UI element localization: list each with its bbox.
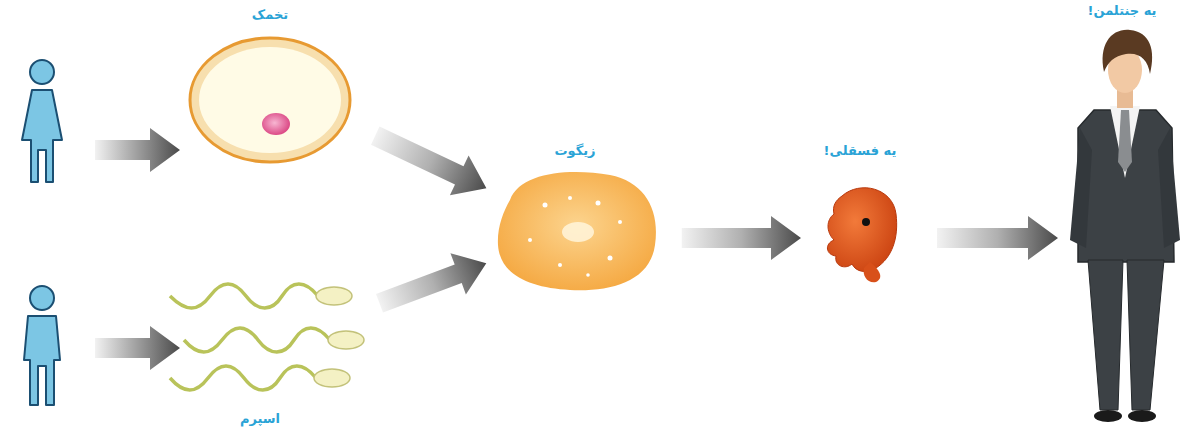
block-arrow [937, 216, 1058, 260]
man-head [30, 286, 54, 310]
man-body [24, 316, 60, 405]
trouser-leg [1127, 260, 1164, 410]
zygote-dot [596, 201, 601, 206]
sperm-head [328, 331, 364, 349]
shirt [1110, 106, 1140, 178]
embryo-body [827, 188, 896, 272]
sperm-cells [170, 284, 364, 390]
zygote-node: زیگوت [490, 142, 660, 318]
woman-icon [22, 60, 62, 182]
egg-node: تخمک [185, 6, 355, 166]
zygote-dot [586, 273, 590, 277]
zygote-dot [558, 263, 562, 267]
egg-cytoplasm [199, 47, 341, 153]
block-arrow [376, 253, 486, 312]
block-arrow [95, 326, 180, 370]
embryo [827, 188, 896, 283]
zygote-dot [528, 238, 532, 242]
gentleman-figure [1070, 30, 1180, 422]
shoe [1094, 410, 1122, 422]
embryo-node: یه فسقلی! [805, 142, 915, 318]
woman-head [30, 60, 54, 84]
sperm-node: اسپرم [160, 268, 360, 428]
sperm-head [316, 287, 352, 305]
hair [1103, 30, 1153, 74]
suit-arm [1158, 128, 1180, 248]
block-arrow [682, 216, 801, 260]
suit-arm [1070, 128, 1092, 248]
zygote-dot [568, 196, 572, 200]
tie [1118, 110, 1132, 172]
stage-label: تخمک [249, 6, 291, 24]
woman-body [22, 90, 62, 182]
man-icon [24, 286, 60, 405]
sperm-tail [184, 328, 330, 352]
sperm-tail [170, 284, 318, 308]
shoe [1128, 410, 1156, 422]
zygote-body [498, 172, 656, 290]
embryo-eye [862, 218, 870, 226]
egg-membrane [190, 38, 350, 162]
gentleman-node: یه جنتلمن! [1062, 2, 1182, 430]
stage-label: یه جنتلمن! [1085, 2, 1160, 20]
trouser-leg [1088, 260, 1123, 410]
sperm-head [314, 369, 350, 387]
embryo-limb [864, 262, 881, 282]
egg-nucleus [262, 113, 290, 135]
zygote-dot [543, 203, 548, 208]
zygote-nucleus [562, 222, 594, 242]
zygote-cell [498, 172, 656, 290]
zygote-dot [618, 220, 622, 224]
stage-label: اسپرم [237, 410, 283, 428]
stage-label: زیگوت [551, 142, 598, 160]
stage-label: یه فسقلی! [821, 142, 900, 160]
sperm-tail [170, 366, 316, 390]
zygote-dot [608, 256, 613, 261]
suit-jacket [1078, 110, 1174, 262]
egg-cell [190, 38, 350, 162]
block-arrow [95, 128, 180, 172]
block-arrow [371, 127, 486, 196]
